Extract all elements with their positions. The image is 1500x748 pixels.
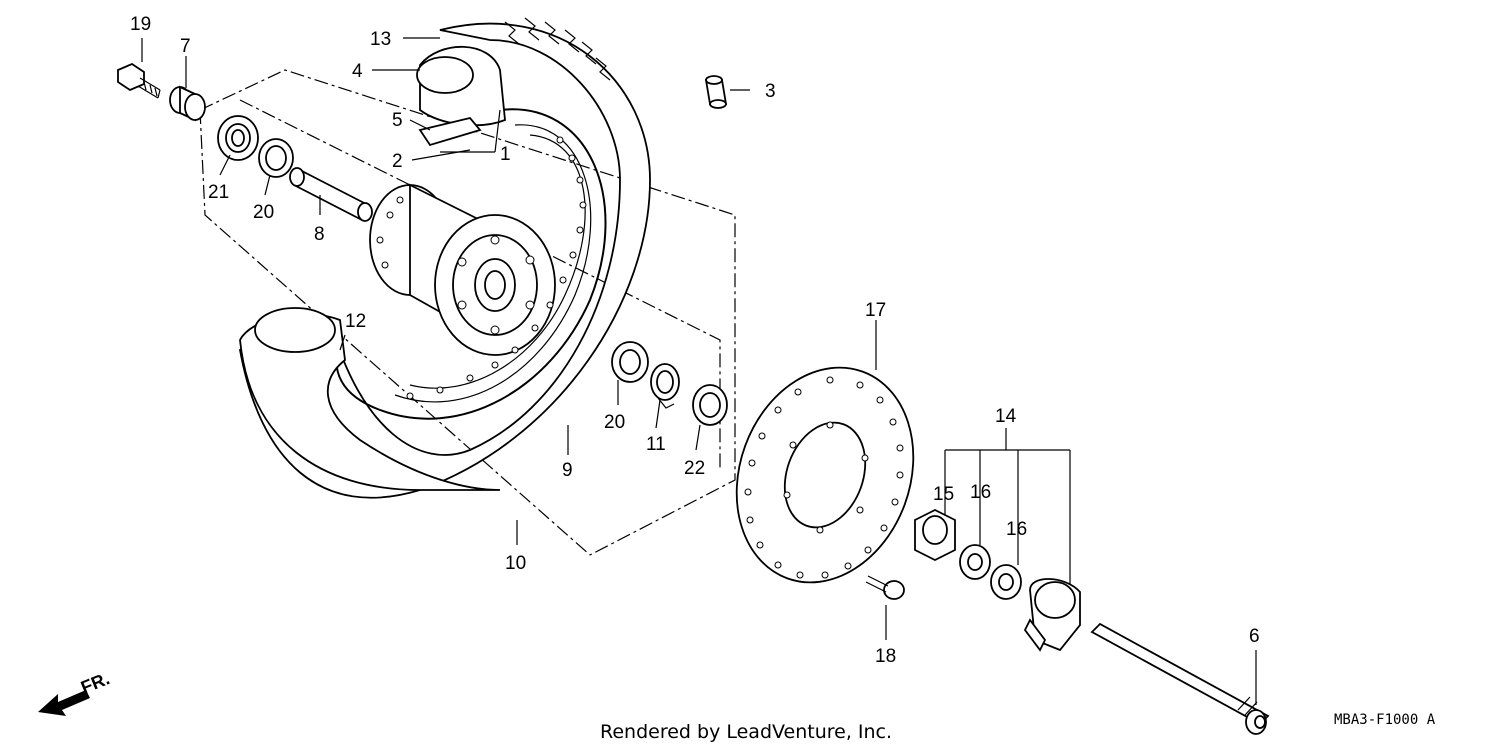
callout-3: 3 (765, 81, 776, 102)
callout-9: 9 (562, 460, 573, 481)
washer-16-b (990, 564, 1022, 600)
distance-collar (289, 167, 373, 222)
callout-6: 6 (1249, 626, 1260, 647)
rim-holes (406, 136, 587, 400)
callout-13: 13 (370, 29, 391, 50)
front-label: FR. (78, 668, 112, 697)
hub-bolt-holes (457, 235, 535, 335)
hub-axle-hole (484, 270, 506, 300)
assembly-outline-upper (199, 69, 736, 556)
oil-seal (650, 363, 680, 409)
rim-tape-valve-hole (254, 307, 336, 353)
callout-labels: 19 7 13 4 5 2 1 3 21 20 8 12 9 20 11 22 … (130, 14, 1260, 667)
washer-16-a (959, 544, 991, 580)
callout-10: 10 (505, 553, 526, 574)
callout-11: 11 (646, 434, 666, 455)
bearing-20-left (258, 138, 294, 178)
tire-tread (504, 17, 611, 81)
flange-bolt (117, 62, 161, 99)
callout-1: 1 (500, 144, 511, 165)
callout-18: 18 (875, 646, 896, 667)
callout-12: 12 (345, 311, 366, 332)
callout-16-a: 16 (970, 482, 991, 503)
callout-8: 8 (314, 224, 325, 245)
assembly-outline-lower (199, 109, 591, 556)
callout-2: 2 (392, 151, 403, 172)
disc-bolt (865, 575, 905, 600)
speedometer-gearbox (1023, 578, 1081, 652)
callout-20-left: 20 (253, 202, 274, 223)
callout-17: 17 (865, 300, 886, 321)
diagram-code: MBA3-F1000 A (1334, 712, 1436, 728)
speedometer-gear (914, 508, 956, 562)
footer-credit: Rendered by LeadVenture, Inc. (600, 721, 892, 743)
hub-left-holes (376, 196, 404, 269)
rim-outer (335, 108, 607, 420)
callout-19: 19 (130, 14, 151, 35)
callout-16-b: 16 (1006, 519, 1027, 540)
tube-opening (416, 56, 474, 94)
callout-14: 14 (995, 406, 1017, 427)
bearing-20-right (611, 341, 649, 383)
callout-7: 7 (180, 36, 191, 57)
callout-15: 15 (933, 484, 954, 505)
callout-20-right: 20 (604, 412, 625, 433)
rim-inner (394, 124, 592, 403)
rim-band (418, 116, 482, 147)
valve-cap (704, 75, 728, 109)
front-arrow-icon (38, 690, 90, 716)
callout-5: 5 (392, 110, 403, 131)
callout-4: 4 (352, 61, 363, 82)
dust-seal (692, 384, 728, 426)
callout-21: 21 (208, 182, 229, 203)
bearing-group-outline (239, 99, 721, 470)
brake-disc (735, 366, 915, 584)
bearing-21 (217, 115, 259, 161)
callout-22: 22 (684, 458, 705, 479)
front-direction-indicator: FR. (38, 668, 112, 716)
leader-lines (141, 37, 1257, 705)
side-collar (169, 85, 206, 122)
front-axle (1090, 622, 1270, 735)
